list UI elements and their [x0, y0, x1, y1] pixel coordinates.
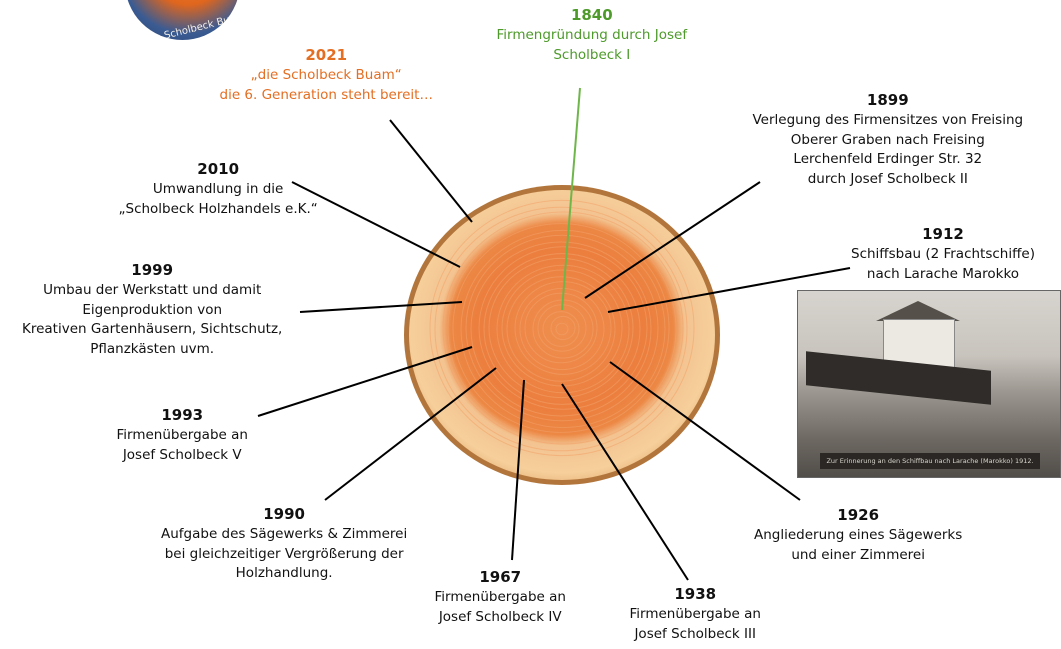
photo-house-roof [876, 301, 960, 321]
event-description-line: Umwandlung in die [119, 180, 318, 200]
event-description-line: und einer Zimmerei [754, 546, 962, 566]
tree-trunk-slice [404, 185, 720, 485]
event-description-line: Umbau der Werkstatt und damit [22, 281, 282, 301]
historic-ship-photo: Zur Erinnerung an den Schiffbau nach Lar… [797, 290, 1061, 478]
event-description-line: Firmengründung durch Josef [497, 26, 688, 46]
event-description-line: Firmenübergabe an [117, 426, 248, 446]
event-description-line: bei gleichzeitiger Vergrößerung der [161, 545, 407, 565]
event-description-line: Verlegung des Firmensitzes von Freising [753, 111, 1024, 131]
timeline-event-1926: 1926Angliederung eines Sägewerksund eine… [754, 505, 962, 565]
timeline-event-1967: 1967Firmenübergabe anJosef Scholbeck IV [435, 567, 566, 627]
timeline-event-1899: 1899Verlegung des Firmensitzes von Freis… [753, 90, 1024, 189]
event-description-line: die 6. Generation steht bereit… [220, 86, 433, 106]
event-year: 2010 [119, 159, 318, 180]
event-year: 1938 [630, 584, 761, 605]
event-description-line: Scholbeck I [497, 46, 688, 66]
timeline-event-1993: 1993Firmenübergabe anJosef Scholbeck V [117, 405, 248, 465]
event-description-line: Pflanzkästen uvm. [22, 340, 282, 360]
event-description-line: Josef Scholbeck III [630, 625, 761, 645]
timeline-event-1938: 1938Firmenübergabe anJosef Scholbeck III [630, 584, 761, 644]
event-description-line: Firmenübergabe an [435, 588, 566, 608]
event-description-line: Firmenübergabe an [630, 605, 761, 625]
event-description-line: Schiffsbau (2 Frachtschiffe) [851, 245, 1035, 265]
event-year: 1926 [754, 505, 962, 526]
event-description-line: Oberer Graben nach Freising [753, 131, 1024, 151]
event-description-line: durch Josef Scholbeck II [753, 170, 1024, 190]
timeline-event-1912: 1912Schiffsbau (2 Frachtschiffe)nach Lar… [851, 224, 1035, 284]
event-year: 1899 [753, 90, 1024, 111]
event-description-line: Josef Scholbeck IV [435, 608, 566, 628]
event-description-line: „die Scholbeck Buam“ [220, 66, 433, 86]
timeline-event-1840: 1840Firmengründung durch JosefScholbeck … [497, 5, 688, 65]
event-description-line: Lerchenfeld Erdinger Str. 32 [753, 150, 1024, 170]
event-description-line: Angliederung eines Sägewerks [754, 526, 962, 546]
event-description-line: Holzhandlung. [161, 564, 407, 584]
event-year: 1999 [22, 260, 282, 281]
event-description-line: Kreativen Gartenhäusern, Sichtschutz, [22, 320, 282, 340]
event-year: 2021 [220, 45, 433, 66]
timeline-event-2010: 2010Umwandlung in die„Scholbeck Holzhand… [119, 159, 318, 219]
event-year: 1993 [117, 405, 248, 426]
timeline-event-1999: 1999Umbau der Werkstatt und damitEigenpr… [22, 260, 282, 359]
event-description-line: „Scholbeck Holzhandels e.K.“ [119, 200, 318, 220]
event-description-line: Eigenproduktion von [22, 301, 282, 321]
event-year: 1990 [161, 504, 407, 525]
event-year: 1912 [851, 224, 1035, 245]
timeline-event-2021: 2021„die Scholbeck Buam“die 6. Generatio… [220, 45, 433, 105]
event-year: 1840 [497, 5, 688, 26]
event-year: 1967 [435, 567, 566, 588]
timeline-event-1990: 1990Aufgabe des Sägewerks & Zimmereibei … [161, 504, 407, 584]
event-description-line: nach Larache Marokko [851, 265, 1035, 285]
connector-2021 [390, 120, 472, 222]
event-description-line: Aufgabe des Sägewerks & Zimmerei [161, 525, 407, 545]
event-description-line: Josef Scholbeck V [117, 446, 248, 466]
photo-caption: Zur Erinnerung an den Schiffbau nach Lar… [820, 453, 1040, 469]
